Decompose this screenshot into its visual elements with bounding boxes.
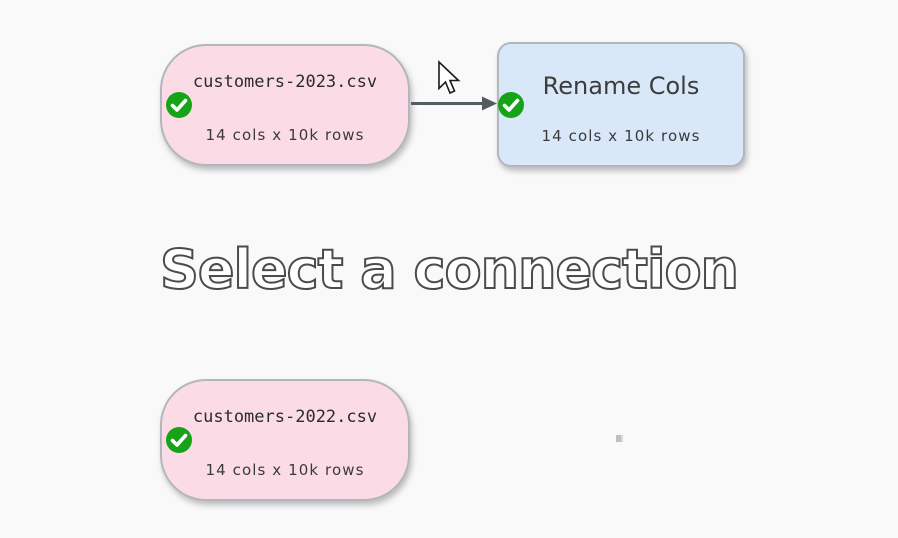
node-dimensions: 14 cols x 10k rows [205, 126, 365, 144]
node-title: customers-2022.csv [192, 407, 378, 427]
node-title: Rename Cols [542, 72, 700, 100]
node-customers-2023-csv[interactable]: customers-2023.csv 14 cols x 10k rows [160, 44, 410, 166]
node-dimensions: 14 cols x 10k rows [205, 461, 365, 479]
connector-handle[interactable] [616, 435, 623, 442]
node-dimensions: 14 cols x 10k rows [541, 127, 701, 145]
status-ok-checkmark-icon [166, 427, 192, 453]
node-rename-cols[interactable]: Rename Cols 14 cols x 10k rows [497, 42, 745, 167]
node-customers-2022-csv[interactable]: customers-2022.csv 14 cols x 10k rows [160, 379, 410, 501]
select-connection-prompt: Select a connection [159, 237, 740, 302]
node-title: customers-2023.csv [192, 72, 378, 92]
status-ok-checkmark-icon [166, 92, 192, 118]
status-ok-checkmark-icon [498, 92, 524, 118]
